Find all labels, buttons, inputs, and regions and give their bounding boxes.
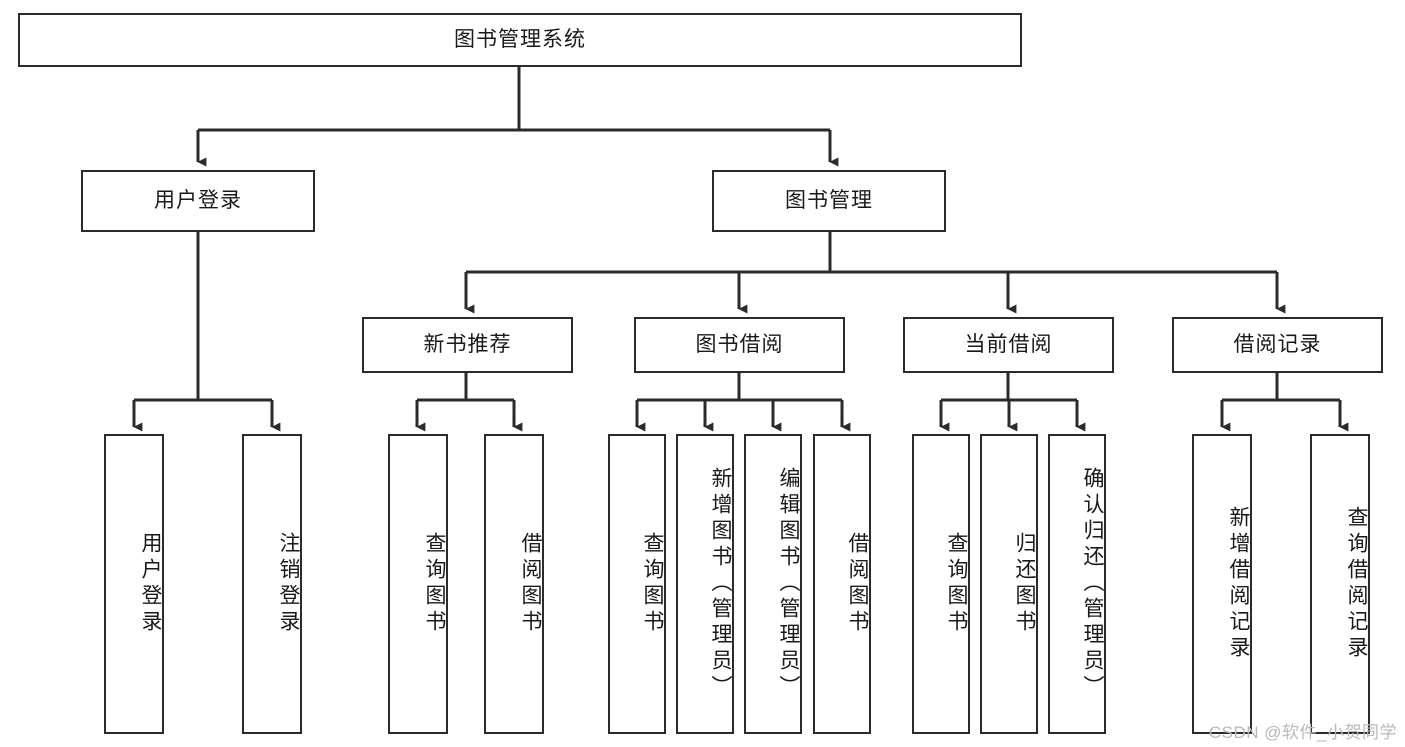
leaf-confirm-return[interactable]: 确认归还（管理员）	[1048, 434, 1106, 734]
node-borrow-record[interactable]: 借阅记录	[1172, 317, 1383, 373]
node-current-borrow[interactable]: 当前借阅	[903, 317, 1114, 373]
leaf-query-book-1[interactable]: 查询图书	[388, 434, 448, 734]
leaf-borrow-book-1[interactable]: 借阅图书	[484, 434, 544, 734]
leaf-borrow-book-1-label: 借阅图书	[519, 532, 542, 636]
leaf-edit-book-label: 编辑图书（管理员）	[777, 467, 800, 701]
leaf-query-book-1-label: 查询图书	[423, 532, 446, 636]
node-current-borrow-label: 当前借阅	[964, 332, 1053, 356]
leaf-query-record[interactable]: 查询借阅记录	[1310, 434, 1370, 734]
leaf-add-book[interactable]: 新增图书（管理员）	[676, 434, 734, 734]
node-book-management[interactable]: 图书管理	[712, 170, 946, 232]
leaf-edit-book[interactable]: 编辑图书（管理员）	[744, 434, 802, 734]
leaf-add-record[interactable]: 新增借阅记录	[1192, 434, 1252, 734]
node-root-system[interactable]: 图书管理系统	[18, 13, 1022, 67]
leaf-return-book[interactable]: 归还图书	[980, 434, 1038, 734]
leaf-user-login[interactable]: 用户登录	[104, 434, 164, 734]
leaf-query-book-2[interactable]: 查询图书	[608, 434, 666, 734]
leaf-borrow-book-2-label: 借阅图书	[846, 532, 869, 636]
node-book-borrow-label: 图书借阅	[695, 332, 784, 356]
leaf-query-record-label: 查询借阅记录	[1345, 506, 1368, 662]
node-borrow-record-label: 借阅记录	[1233, 332, 1322, 356]
leaf-confirm-return-label: 确认归还（管理员）	[1081, 467, 1104, 701]
leaf-borrow-book-2[interactable]: 借阅图书	[813, 434, 871, 734]
leaf-query-book-3-label: 查询图书	[945, 532, 968, 636]
connector-borrowrecord-to-leaves	[1220, 373, 1349, 432]
node-user-login[interactable]: 用户登录	[81, 170, 315, 232]
node-book-borrow[interactable]: 图书借阅	[634, 317, 845, 373]
node-root-label: 图书管理系统	[454, 27, 586, 51]
connector-root-to-level2	[196, 67, 839, 167]
leaf-add-book-label: 新增图书（管理员）	[709, 467, 732, 701]
connector-userlogin-to-leaves	[132, 232, 281, 432]
connector-newbook-to-leaves	[415, 373, 523, 432]
connector-bookmgmt-to-level3	[464, 232, 1286, 314]
node-new-book-recommend-label: 新书推荐	[423, 332, 512, 356]
node-new-book-recommend[interactable]: 新书推荐	[362, 317, 573, 373]
leaf-return-book-label: 归还图书	[1013, 532, 1036, 636]
leaf-logout-login-label: 注销登录	[277, 532, 300, 636]
connector-bookborrow-to-leaves	[635, 373, 851, 432]
node-book-management-label: 图书管理	[785, 188, 873, 212]
leaf-add-record-label: 新增借阅记录	[1227, 506, 1250, 662]
leaf-query-book-2-label: 查询图书	[641, 532, 664, 636]
node-user-login-label: 用户登录	[154, 188, 242, 212]
leaf-logout-login[interactable]: 注销登录	[242, 434, 302, 734]
connector-currentborrow-to-leaves	[939, 373, 1086, 432]
leaf-query-book-3[interactable]: 查询图书	[912, 434, 970, 734]
leaf-user-login-label: 用户登录	[139, 532, 162, 636]
